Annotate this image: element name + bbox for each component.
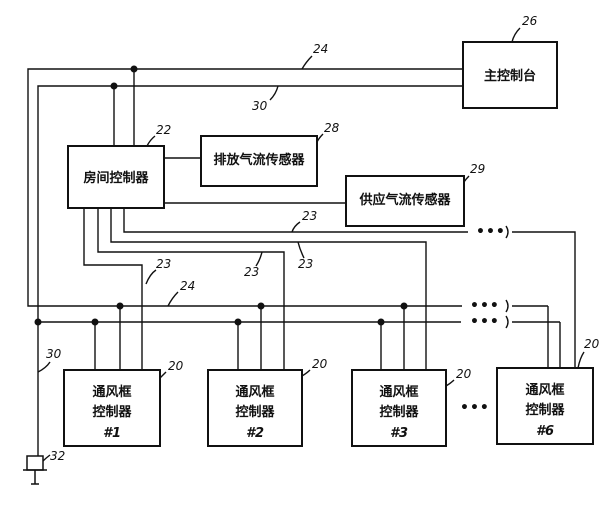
ref-20-box6: 20 (584, 337, 600, 351)
ref-28: 28 (324, 121, 340, 135)
ref-23-b: 23 (298, 257, 313, 271)
leader-22 (146, 135, 156, 147)
leader-20-box6 (577, 351, 585, 369)
ref-26: 26 (522, 14, 538, 28)
vav-box-6-line1: 通风框 (525, 382, 564, 398)
vav-box-3 (351, 369, 447, 447)
leader-23-c (255, 251, 263, 267)
leader-30-left (37, 361, 51, 373)
exhaust-sensor-label: 排放气流传感器 (213, 152, 305, 168)
break-mark (505, 225, 509, 239)
junction-dot (110, 82, 118, 90)
between-boxes-ellipsis: ••• (460, 400, 490, 416)
line-23-to-box6 (123, 208, 468, 233)
vav-box-6-id: #6 (536, 424, 554, 439)
vav-box-3-line2: 控制器 (379, 404, 419, 420)
line-23-to-box3 (110, 208, 427, 370)
junction-dot (257, 302, 265, 310)
line-23-to-box1 (83, 208, 143, 370)
vav-box-1-id: #1 (103, 426, 121, 441)
room-controller-label: 房间控制器 (83, 170, 149, 186)
leader-20-box1 (159, 371, 167, 379)
ref-24-lower: 24 (180, 279, 195, 293)
vav-box-1-line2: 控制器 (92, 404, 132, 420)
bus-24-top (27, 68, 463, 307)
ref-24-top: 24 (313, 42, 328, 56)
leader-23-b (297, 241, 305, 259)
vav-box-2-line2: 控制器 (235, 404, 275, 420)
supply-sensor-label: 供应气流传感器 (358, 192, 451, 208)
vav-box-6 (496, 367, 594, 445)
ref-23-a: 23 (302, 209, 317, 223)
leader-28 (316, 133, 324, 143)
ref-29: 29 (470, 162, 485, 176)
vav-box-2 (207, 369, 303, 447)
leader-26 (511, 27, 521, 43)
line-23-to-box2 (97, 208, 285, 370)
break-mark (505, 315, 509, 329)
junction-dot (34, 318, 42, 326)
terminal-icon (23, 455, 47, 485)
junction-dot (116, 302, 124, 310)
vav-box-3-line1: 通风框 (379, 384, 418, 400)
vav-box-6-line2: 控制器 (525, 402, 565, 418)
exhaust-sensor-box (200, 135, 318, 187)
room-controller-box (67, 145, 165, 209)
supply-sensor-box (345, 175, 465, 227)
vav-box-1 (63, 369, 161, 447)
bus-gap-ellipsis-30: ••• (470, 314, 500, 330)
vav-box-2-line1: 通风框 (235, 384, 274, 400)
junction-dot (91, 318, 99, 326)
main-console-box (462, 41, 558, 109)
bus-gap-ellipsis-24: ••• (470, 298, 500, 314)
ref-32: 32 (50, 449, 65, 463)
ref-23-c: 23 (244, 265, 259, 279)
ref-20-box3: 20 (456, 367, 472, 381)
junction-dot (130, 65, 138, 73)
ref-30-left: 30 (46, 347, 62, 361)
junction-dot (400, 302, 408, 310)
main-console-label: 主控制台 (484, 68, 536, 84)
ref-22: 22 (156, 123, 171, 137)
line-23-to-box6-cont (512, 231, 576, 368)
ref-20-box2: 20 (312, 357, 328, 371)
leader-24-lower (167, 291, 179, 307)
leader-20-box3 (445, 379, 455, 387)
vav-box-2-id: #2 (246, 426, 264, 441)
leader-29 (463, 175, 470, 183)
leader-20-box2 (301, 369, 311, 377)
vav-box-3-id: #3 (390, 426, 408, 441)
leader-23-a (291, 221, 301, 233)
bus-gap-ellipsis-23: ••• (476, 224, 506, 240)
junction-dot (234, 318, 242, 326)
ref-20-box1: 20 (168, 359, 184, 373)
break-mark (505, 299, 509, 313)
ref-23-d: 23 (156, 257, 171, 271)
bus-30-top (37, 85, 463, 323)
leader-32 (42, 454, 51, 462)
junction-dot (377, 318, 385, 326)
leader-24-top (301, 55, 313, 70)
ref-30-top: 30 (252, 99, 268, 113)
leader-23-d (145, 269, 157, 285)
leader-30-top (269, 85, 279, 101)
vav-box-1-line1: 通风框 (92, 384, 131, 400)
